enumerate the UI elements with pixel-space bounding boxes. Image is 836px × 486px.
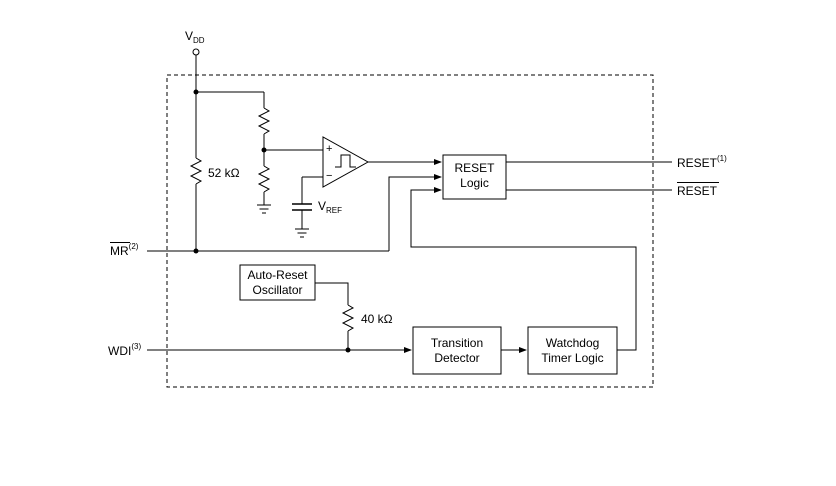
- reset-logic-title: RESET: [454, 161, 495, 175]
- watchdog-timer-block: [527, 326, 618, 375]
- reset-logic-subtitle: Logic: [460, 176, 489, 190]
- vdd-pin: [192, 48, 200, 56]
- transition-detector-subtitle: Detector: [434, 351, 479, 365]
- reset-logic-block: [442, 154, 507, 200]
- auto-reset-oscillator-subtitle: Oscillator: [252, 283, 302, 297]
- mr-label: MR(2): [110, 242, 139, 258]
- auto-reset-oscillator-block: [239, 264, 316, 301]
- reset-output-label: RESET(1): [677, 154, 727, 170]
- hysteresis-icon: [335, 154, 356, 168]
- mr-junction: [193, 248, 199, 254]
- wdi-junction: [345, 347, 351, 353]
- transition-detector-block: [412, 326, 502, 375]
- ground-icon: [295, 228, 309, 238]
- vref-label: VREF: [318, 199, 342, 215]
- comparator-plus: +: [326, 143, 332, 155]
- transition-detector-title: Transition: [431, 336, 483, 350]
- watchdog-timer-title: Watchdog: [546, 336, 600, 350]
- reset-bar-output-label: RESET: [677, 184, 718, 198]
- resistor-52k: [189, 157, 203, 185]
- vdd-label: VDD: [185, 29, 205, 45]
- watchdog-timer-subtitle: Timer Logic: [541, 351, 603, 365]
- divider-top-resistor: [257, 107, 271, 135]
- comparator-minus: −: [326, 170, 332, 182]
- wdi-label: WDI(3): [108, 342, 141, 358]
- resistor-40k-label: 40 kΩ: [361, 312, 393, 326]
- comparator: + −: [322, 136, 370, 188]
- resistor-52k-label: 52 kΩ: [208, 166, 240, 180]
- auto-reset-oscillator-title: Auto-Reset: [247, 268, 308, 282]
- resistor-40k: [341, 304, 355, 332]
- ground-icon: [257, 204, 271, 214]
- divider-bottom-resistor: [257, 165, 271, 193]
